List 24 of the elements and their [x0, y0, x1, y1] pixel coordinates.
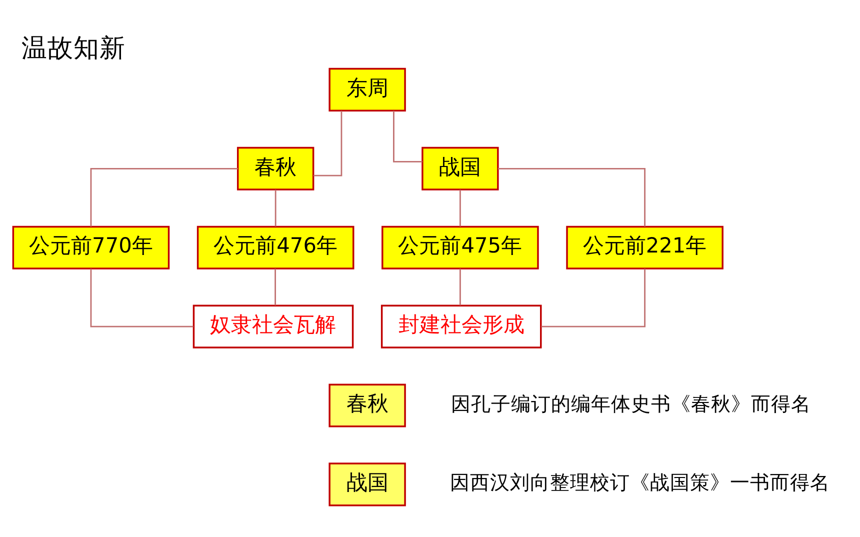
node-label: 因西汉刘向整理校订《战国策》一书而得名: [450, 471, 830, 494]
node-box: 奴隶社会瓦解: [192, 304, 354, 348]
node-box: 公元前221年: [566, 226, 724, 270]
connector: [274, 268, 276, 306]
node-box: 公元前770年: [12, 226, 170, 270]
connector: [541, 268, 646, 328]
node-box: 封建社会形成: [380, 304, 542, 348]
connector: [498, 168, 646, 226]
node-box: 春秋: [328, 384, 406, 428]
node-box: 公元前476年: [196, 226, 354, 270]
connector: [314, 110, 342, 176]
node-box: 公元前475年: [382, 226, 539, 270]
connector: [90, 168, 238, 226]
connector: [393, 110, 422, 162]
node-label: 因孔子编订的编年体史书《春秋》而得名: [450, 392, 811, 416]
connector: [274, 190, 276, 226]
diagram-title: 温故知新: [22, 34, 126, 64]
node-box: 战国: [422, 146, 499, 190]
node-box: 春秋: [236, 146, 314, 190]
connector: [459, 268, 461, 306]
connector: [459, 190, 461, 226]
connector: [90, 268, 194, 328]
node-box: 东周: [328, 68, 406, 112]
node-box: 战国: [328, 462, 406, 506]
